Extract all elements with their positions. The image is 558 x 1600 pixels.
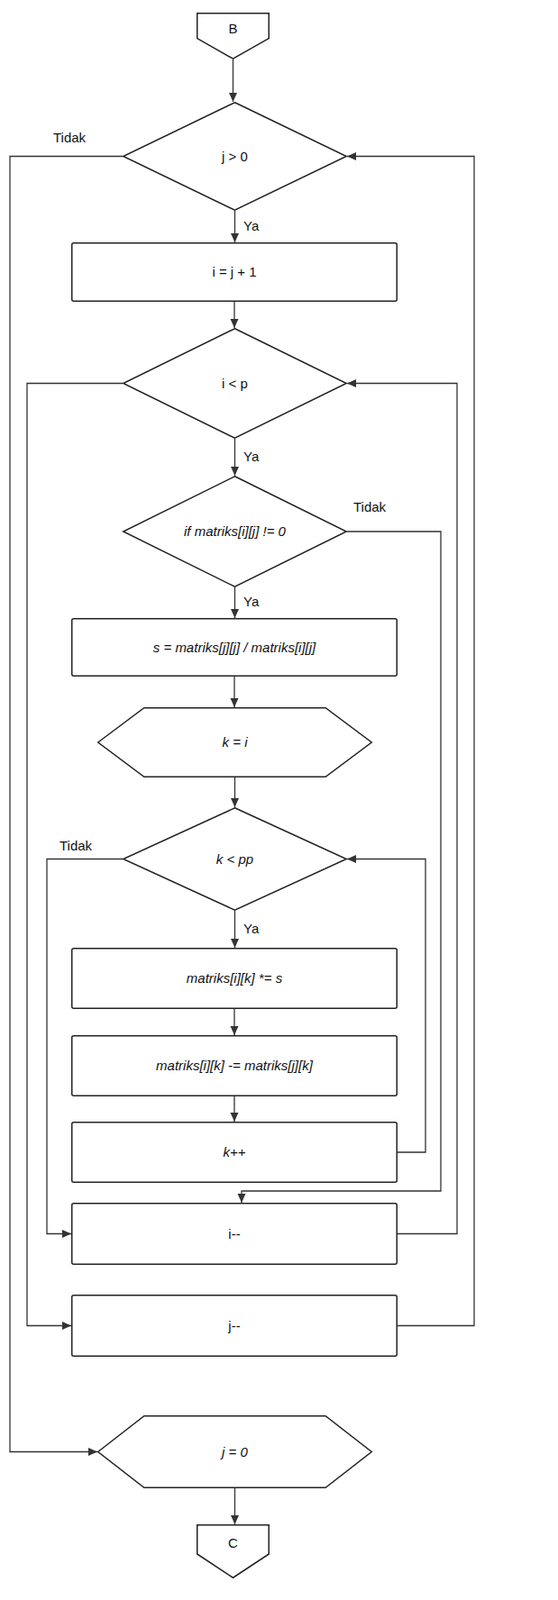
flow-arrow	[233, 676, 235, 708]
flow-arrow	[233, 301, 235, 329]
process-box: i = j + 1	[71, 242, 398, 302]
branch-label: Ya	[241, 921, 261, 938]
node-label: i = j + 1	[211, 264, 257, 281]
process-box: matriks[i][k] -= matriks[j][k]	[71, 1035, 398, 1098]
process-box: j--	[71, 1295, 398, 1358]
node-label: if matriks[i][j] != 0	[183, 523, 286, 540]
flow-arrow	[232, 59, 234, 102]
node-label: s = matriks[j][j] / matriks[i][j]	[153, 640, 316, 657]
node-label: C	[228, 1536, 238, 1553]
flow-arrow	[233, 1009, 235, 1036]
flow-arrow	[233, 1097, 235, 1123]
off-outline	[196, 1525, 270, 1580]
process-box: matriks[i][k] *= s	[71, 948, 398, 1010]
node-label: j = 0	[221, 1445, 248, 1462]
branch-label: Tidak	[351, 499, 388, 516]
flow-arrow	[234, 777, 236, 808]
flow-arrow	[234, 439, 236, 476]
node-label: i--	[228, 1226, 240, 1244]
flow-arrow	[347, 384, 458, 1235]
node-label: j--	[228, 1318, 240, 1336]
branch-label: Tidak	[51, 129, 88, 147]
flow-arrow	[234, 911, 236, 949]
offpage-connector: B	[196, 12, 270, 60]
node-label: k = i	[222, 734, 248, 751]
offpage-connector: C	[196, 1525, 270, 1580]
decision-diamond: i < p	[122, 328, 348, 440]
node-label: i < p	[221, 375, 248, 393]
decision-diamond: k < pp	[122, 807, 348, 912]
branch-label: Ya	[241, 448, 261, 466]
decision-diamond: j > 0	[122, 101, 348, 211]
node-label: matriks[i][k] *= s	[186, 970, 283, 988]
branch-label: Ya	[241, 594, 261, 611]
node-label: k++	[222, 1144, 246, 1162]
node-label: matriks[i][k] -= matriks[j][k]	[155, 1058, 313, 1075]
branch-label: Tidak	[57, 838, 94, 855]
decision-diamond: if matriks[i][j] != 0	[122, 475, 348, 588]
process-box: s = matriks[j][j] / matriks[i][j]	[71, 618, 398, 677]
node-label: j > 0	[221, 148, 248, 165]
branch-label: Ya	[241, 218, 261, 235]
flow-arrow	[27, 384, 123, 1327]
node-label: k < pp	[216, 851, 254, 869]
node-label: B	[228, 20, 238, 37]
flow-arrow	[234, 1489, 236, 1526]
preparation-hexagon: j = 0	[97, 1416, 373, 1490]
preparation-hexagon: k = i	[97, 707, 373, 778]
process-box: i--	[71, 1203, 398, 1266]
process-box: k++	[71, 1122, 398, 1184]
flow-arrow	[234, 210, 236, 243]
flow-arrow	[234, 587, 236, 619]
